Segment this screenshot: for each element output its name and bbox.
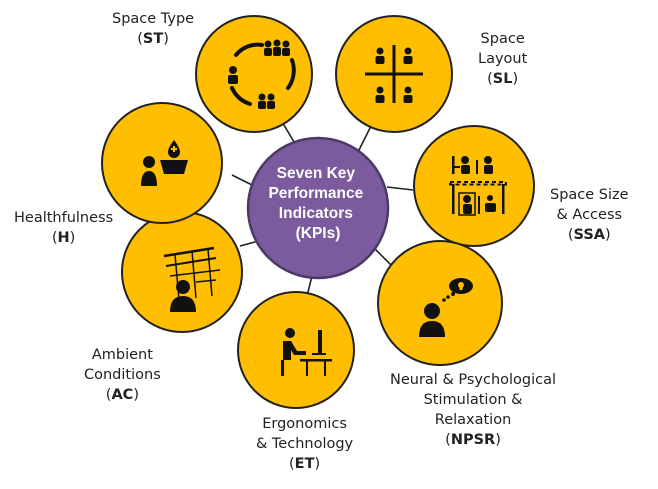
label-line: Conditions xyxy=(84,367,161,383)
center-title: Seven Key Performance Indicators (KPIs) xyxy=(268,165,367,242)
label-space-type: Space Type (ST) xyxy=(112,11,195,47)
node-neural-stimulation xyxy=(377,240,503,366)
abbr-sl: SL xyxy=(492,71,513,87)
space-layout-icon xyxy=(365,45,423,103)
label-line: Space Size xyxy=(550,187,629,203)
neural-stimulation-icon xyxy=(419,278,473,337)
abbr-ssa: SSA xyxy=(573,227,606,243)
label-line: Healthfulness xyxy=(14,210,114,226)
node-space-type xyxy=(195,15,313,133)
node-ergonomics-technology xyxy=(237,291,355,409)
ambient-conditions-icon xyxy=(163,246,221,312)
abbr-ac: AC xyxy=(111,387,134,403)
label-line: Neural & Psychological xyxy=(390,372,557,388)
label-neural-stimulation: Neural & Psychological Stimulation & Rel… xyxy=(390,372,557,448)
healthfulness-icon xyxy=(141,140,188,186)
space-type-icon xyxy=(228,39,296,109)
center-line-2: Performance xyxy=(268,185,363,202)
label-line: Layout xyxy=(478,51,528,67)
label-line: & Access xyxy=(556,207,623,223)
label-line: Relaxation xyxy=(434,412,512,428)
node-space-size-access xyxy=(413,125,535,247)
center-line-4: (KPIs) xyxy=(296,225,341,242)
label-line: Space Type xyxy=(112,11,195,27)
label-line: Ambient xyxy=(91,347,153,363)
label-space-size-access: Space Size & Access (SSA) xyxy=(550,187,629,243)
label-line: Stimulation & xyxy=(423,392,523,408)
label-line: Ergonomics xyxy=(262,416,347,432)
connector-ssa xyxy=(386,186,414,191)
label-ergonomics-technology: Ergonomics & Technology (ET) xyxy=(256,416,354,472)
center-line-1: Seven Key xyxy=(277,165,356,182)
node-ambient-conditions xyxy=(121,211,243,333)
node-space-layout xyxy=(335,15,453,133)
abbr-st: ST xyxy=(142,31,164,47)
center-line-3: Indicators xyxy=(279,205,353,222)
abbr-h: H xyxy=(57,230,70,246)
ergonomics-technology-icon xyxy=(281,328,332,376)
connector-h xyxy=(231,174,253,186)
center-node: Seven Key Performance Indicators (KPIs) xyxy=(246,136,390,280)
label-space-layout: Space Layout (SL) xyxy=(478,31,528,87)
label-healthfulness: Healthfulness (H) xyxy=(14,210,114,246)
connector-npsr xyxy=(373,247,393,267)
space-size-access-icon xyxy=(449,156,507,216)
label-line: & Technology xyxy=(256,436,354,452)
abbr-npsr: NPSR xyxy=(450,432,496,448)
label-ambient-conditions: Ambient Conditions (AC) xyxy=(84,347,161,403)
abbr-et: ET xyxy=(294,456,315,472)
node-healthfulness xyxy=(101,102,223,224)
label-line: Space xyxy=(480,31,525,47)
